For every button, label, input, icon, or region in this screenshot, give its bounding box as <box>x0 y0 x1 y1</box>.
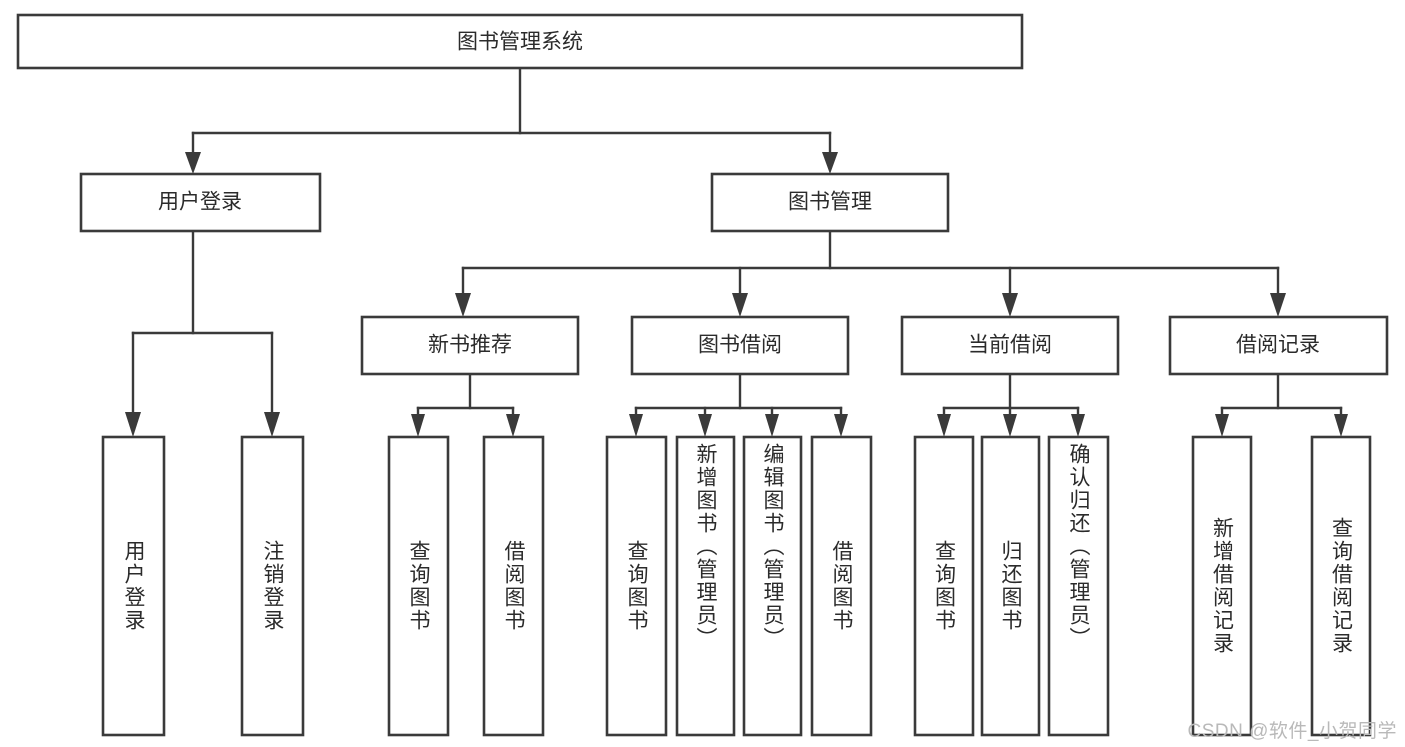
node-leaf-logout[interactable] <box>240 435 305 737</box>
arrowhead-bb-leaf3 <box>765 414 779 437</box>
arrowhead-book-mgmt <box>822 152 838 174</box>
arrowhead-borrow-record <box>1270 293 1286 317</box>
arrowhead-cb-leaf1 <box>937 414 951 437</box>
node-book-borrow[interactable] <box>630 315 850 376</box>
arrowhead-new-book-rec <box>455 293 471 317</box>
node-new-book-recommend-label: 新书推荐 <box>428 334 512 357</box>
arrowhead-leaf-logout <box>264 412 280 437</box>
node-leaf-return-book[interactable] <box>980 435 1041 737</box>
arrowhead-bb-leaf1 <box>629 414 643 437</box>
node-root-label: 图书管理系统 <box>457 31 583 54</box>
node-layer: 图书管理系统 用户登录 图书管理 新书推荐 图书借阅 当前借阅 借阅记录 <box>16 13 1389 737</box>
node-leaf-query-book-nbr[interactable] <box>387 435 450 737</box>
node-user-login[interactable] <box>79 172 322 233</box>
node-leaf-query-book-bb[interactable] <box>605 435 668 737</box>
node-borrow-record[interactable] <box>1168 315 1389 376</box>
node-current-borrow-label: 当前借阅 <box>968 334 1052 357</box>
arrowhead-cb-leaf2 <box>1003 414 1017 437</box>
node-leaf-borrow-book-bb[interactable] <box>810 435 873 737</box>
arrowhead-user-login <box>185 152 201 174</box>
arrowhead-br-leaf1 <box>1215 414 1229 437</box>
arrowhead-cb-leaf3 <box>1071 414 1085 437</box>
arrowhead-br-leaf2 <box>1334 414 1348 437</box>
node-book-management-label: 图书管理 <box>788 191 872 214</box>
node-book-borrow-label: 图书借阅 <box>698 334 782 357</box>
node-leaf-user-login[interactable] <box>101 435 166 737</box>
arrowhead-bb-leaf4 <box>834 414 848 437</box>
node-leaf-add-book-admin[interactable] <box>675 435 736 737</box>
node-leaf-add-borrow-record[interactable] <box>1191 435 1253 737</box>
connector-layer <box>125 66 1348 437</box>
arrowhead-nbr-leaf2 <box>506 414 520 437</box>
arrowhead-current-borrow <box>1002 293 1018 317</box>
node-leaf-confirm-return-admin[interactable] <box>1047 435 1110 737</box>
node-borrow-record-label: 借阅记录 <box>1236 334 1320 357</box>
node-new-book-recommend[interactable] <box>360 315 580 376</box>
arrowhead-nbr-leaf1 <box>411 414 425 437</box>
arrowhead-leaf-user-login <box>125 412 141 437</box>
node-leaf-borrow-book-nbr[interactable] <box>482 435 545 737</box>
watermark-text: CSDN @软件_小贺同学 <box>1187 721 1397 742</box>
node-leaf-query-borrow-record[interactable] <box>1310 435 1372 737</box>
arrowhead-book-borrow <box>732 293 748 317</box>
node-root[interactable] <box>16 13 1024 70</box>
node-book-management[interactable] <box>710 172 950 233</box>
node-leaf-edit-book-admin[interactable] <box>742 435 803 737</box>
node-user-login-label: 用户登录 <box>158 191 242 214</box>
node-current-borrow[interactable] <box>900 315 1120 376</box>
node-leaf-query-book-cb[interactable] <box>913 435 975 737</box>
arrowhead-bb-leaf2 <box>698 414 712 437</box>
